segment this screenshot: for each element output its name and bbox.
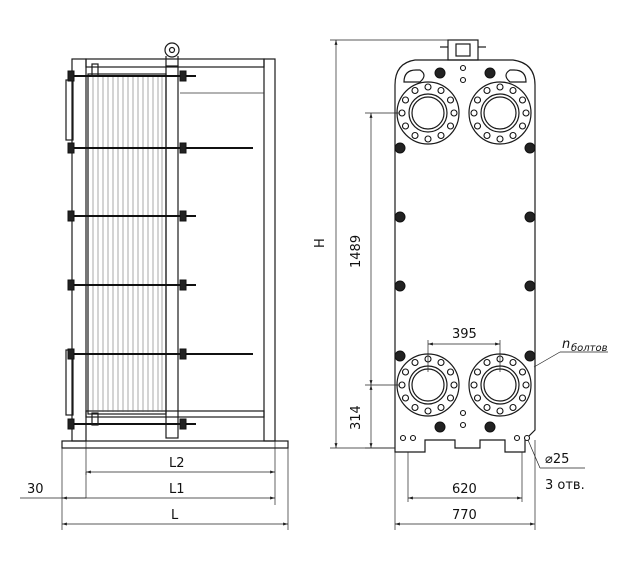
bolt-icon [524,280,536,292]
tie-bolts [67,70,253,430]
bolts-label-n: n [562,337,570,352]
bolt-icon [524,142,536,154]
tie-bolt [67,279,196,291]
top-carrying-bar [85,58,265,68]
dim-label-L1: L1 [169,482,185,497]
fixed-frame [71,58,87,442]
bolt-icon [524,350,536,362]
dim-label-620: 620 [452,482,477,497]
bolt-icon [394,280,406,292]
port-top-left [396,81,460,145]
bolt-icon [484,421,496,433]
bolt-icon [434,421,446,433]
pressure-plate [165,65,179,439]
front-view [394,39,536,453]
bolt-icon [394,350,406,362]
bolt-icon [434,67,446,79]
dim-label-314: 314 [349,405,364,430]
port-top-right [468,81,532,145]
tie-bolt [67,70,196,82]
tie-bolt [67,210,196,222]
dim-label-30: 30 [27,482,44,497]
bottom-guide-bar [85,410,265,418]
bolt-icon [394,142,406,154]
dim-label-395: 395 [452,327,477,342]
side-dimensions [20,441,289,530]
bolts-label-sub: болтов [571,342,608,354]
dim-label-d25: ⌀25 [545,452,569,467]
tie-bolt [67,348,253,360]
plate-pack [87,73,167,415]
tie-bolt [67,418,196,430]
support-column [263,58,276,442]
dim-label-L: L [171,508,179,523]
front-dimensions [330,39,608,530]
dim-label-H: H [313,238,328,248]
dim-label-L2: L2 [169,456,185,471]
holes-count-label: 3 отв. [545,478,585,493]
plate-body [394,59,536,453]
bolt-icon [524,211,536,223]
side-base [61,440,289,449]
side-view [61,42,289,449]
tightening-bolts [394,67,536,433]
tie-bolt [67,142,253,154]
dim-label-770: 770 [452,508,477,523]
bolt-icon [394,211,406,223]
port-bottom-right [468,353,532,417]
dim-label-1489: 1489 [349,235,364,268]
lifting-eye-icon [164,42,180,66]
bolt-icon [484,67,496,79]
